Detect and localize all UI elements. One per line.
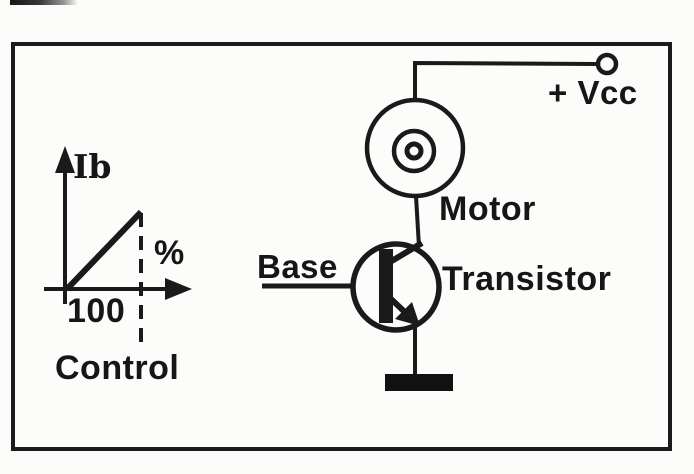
graph-y-axis-label: Ib	[73, 147, 112, 186]
graph-caption: Control	[55, 349, 180, 387]
motor-label: Motor	[439, 190, 536, 228]
scan-artifact	[10, 0, 78, 5]
emitter-arrow-icon	[395, 302, 420, 326]
supply-wire	[413, 60, 598, 100]
vcc-label: + Vcc	[548, 74, 638, 111]
base-label: Base	[257, 248, 338, 285]
collector-wire	[414, 195, 421, 248]
graph-x-axis-label: %	[154, 234, 185, 272]
motor-hub-icon	[404, 141, 424, 161]
supply-terminal-icon	[595, 52, 619, 76]
collector-line	[388, 240, 424, 265]
motor-inner-ring-icon	[391, 128, 437, 174]
transistor-base-bar	[379, 249, 393, 323]
y-axis-arrow-icon	[55, 146, 75, 173]
ground-icon	[385, 374, 453, 391]
x-axis-arrow-icon	[165, 278, 192, 300]
ramp-line	[64, 209, 144, 292]
graph-x-tick-label: 100	[67, 292, 126, 330]
motor-icon	[364, 97, 466, 199]
figure-border	[11, 42, 672, 451]
transistor-label: Transistor	[442, 260, 612, 298]
